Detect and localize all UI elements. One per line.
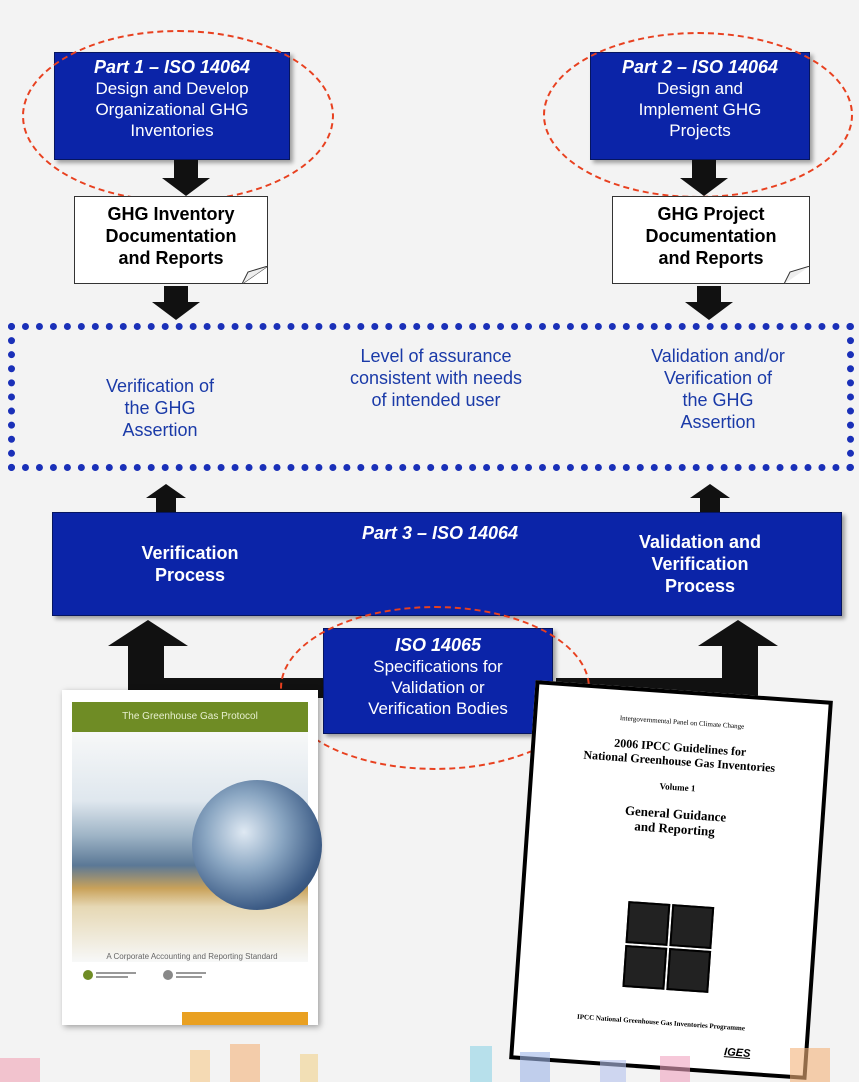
- skyline-decoration: [0, 1044, 830, 1082]
- ipcc-footer: IPCC National Greenhouse Gas Inventories…: [576, 1012, 746, 1033]
- arrow-down-left-2: [152, 286, 200, 320]
- assurance-left-text: Verification of the GHG Assertion: [105, 376, 215, 440]
- ghg-protocol-book-cover: The Greenhouse Gas Protocol A Corporate …: [62, 690, 322, 1025]
- arrow-up-right-small: [690, 484, 730, 512]
- arrow-down-right-1: [680, 160, 728, 196]
- assurance-center-text: Level of assurance consistent with needs…: [349, 346, 523, 410]
- ipcc-subtitle: General Guidance and Reporting: [624, 802, 727, 839]
- ipcc-guidelines-book-cover: Intergovernmental Panel on Climate Chang…: [509, 680, 833, 1080]
- ipcc-tile-2: [669, 904, 715, 949]
- arrow-up-left-small: [146, 484, 186, 512]
- doc-fold-right: [784, 266, 810, 284]
- verification-process: Verification Process: [141, 543, 239, 585]
- assurance-right-text: Validation and/or Verification of the GH…: [651, 346, 785, 432]
- ipcc-header: Intergovernmental Panel on Climate Chang…: [619, 714, 745, 731]
- ghg-inventory-doc: GHG Inventory Documentation and Reports: [74, 196, 268, 284]
- globe-image: [192, 780, 322, 910]
- wri-logo-icon: [83, 970, 136, 980]
- part3-box: [52, 512, 842, 616]
- ipcc-tile-1: [625, 901, 671, 946]
- arrow-down-left-1: [162, 160, 210, 196]
- assurance-box: [8, 323, 854, 471]
- ghg-protocol-header: The Greenhouse Gas Protocol: [72, 702, 308, 732]
- ghg-protocol-subtitle: A Corporate Accounting and Reporting Sta…: [106, 952, 278, 961]
- bracket-arrow-left: [108, 620, 330, 698]
- cover-orange-strip: [182, 1012, 308, 1025]
- validation-verification-process: Validation and Verification Process: [638, 532, 762, 596]
- arrow-down-right-2: [685, 286, 733, 320]
- wbcsd-logo-icon: [163, 970, 206, 980]
- ipcc-volume: Volume 1: [659, 780, 696, 794]
- ipcc-tile-3: [622, 944, 668, 990]
- ipcc-title: 2006 IPCC Guidelines for National Greenh…: [582, 735, 776, 775]
- part3-title: Part 3 – ISO 14064: [361, 523, 519, 543]
- ghg-project-doc: GHG Project Documentation and Reports: [612, 196, 810, 284]
- doc-fold-left: [242, 266, 268, 284]
- ipcc-tile-4: [666, 948, 712, 993]
- bracket-arrow-right: [556, 620, 778, 698]
